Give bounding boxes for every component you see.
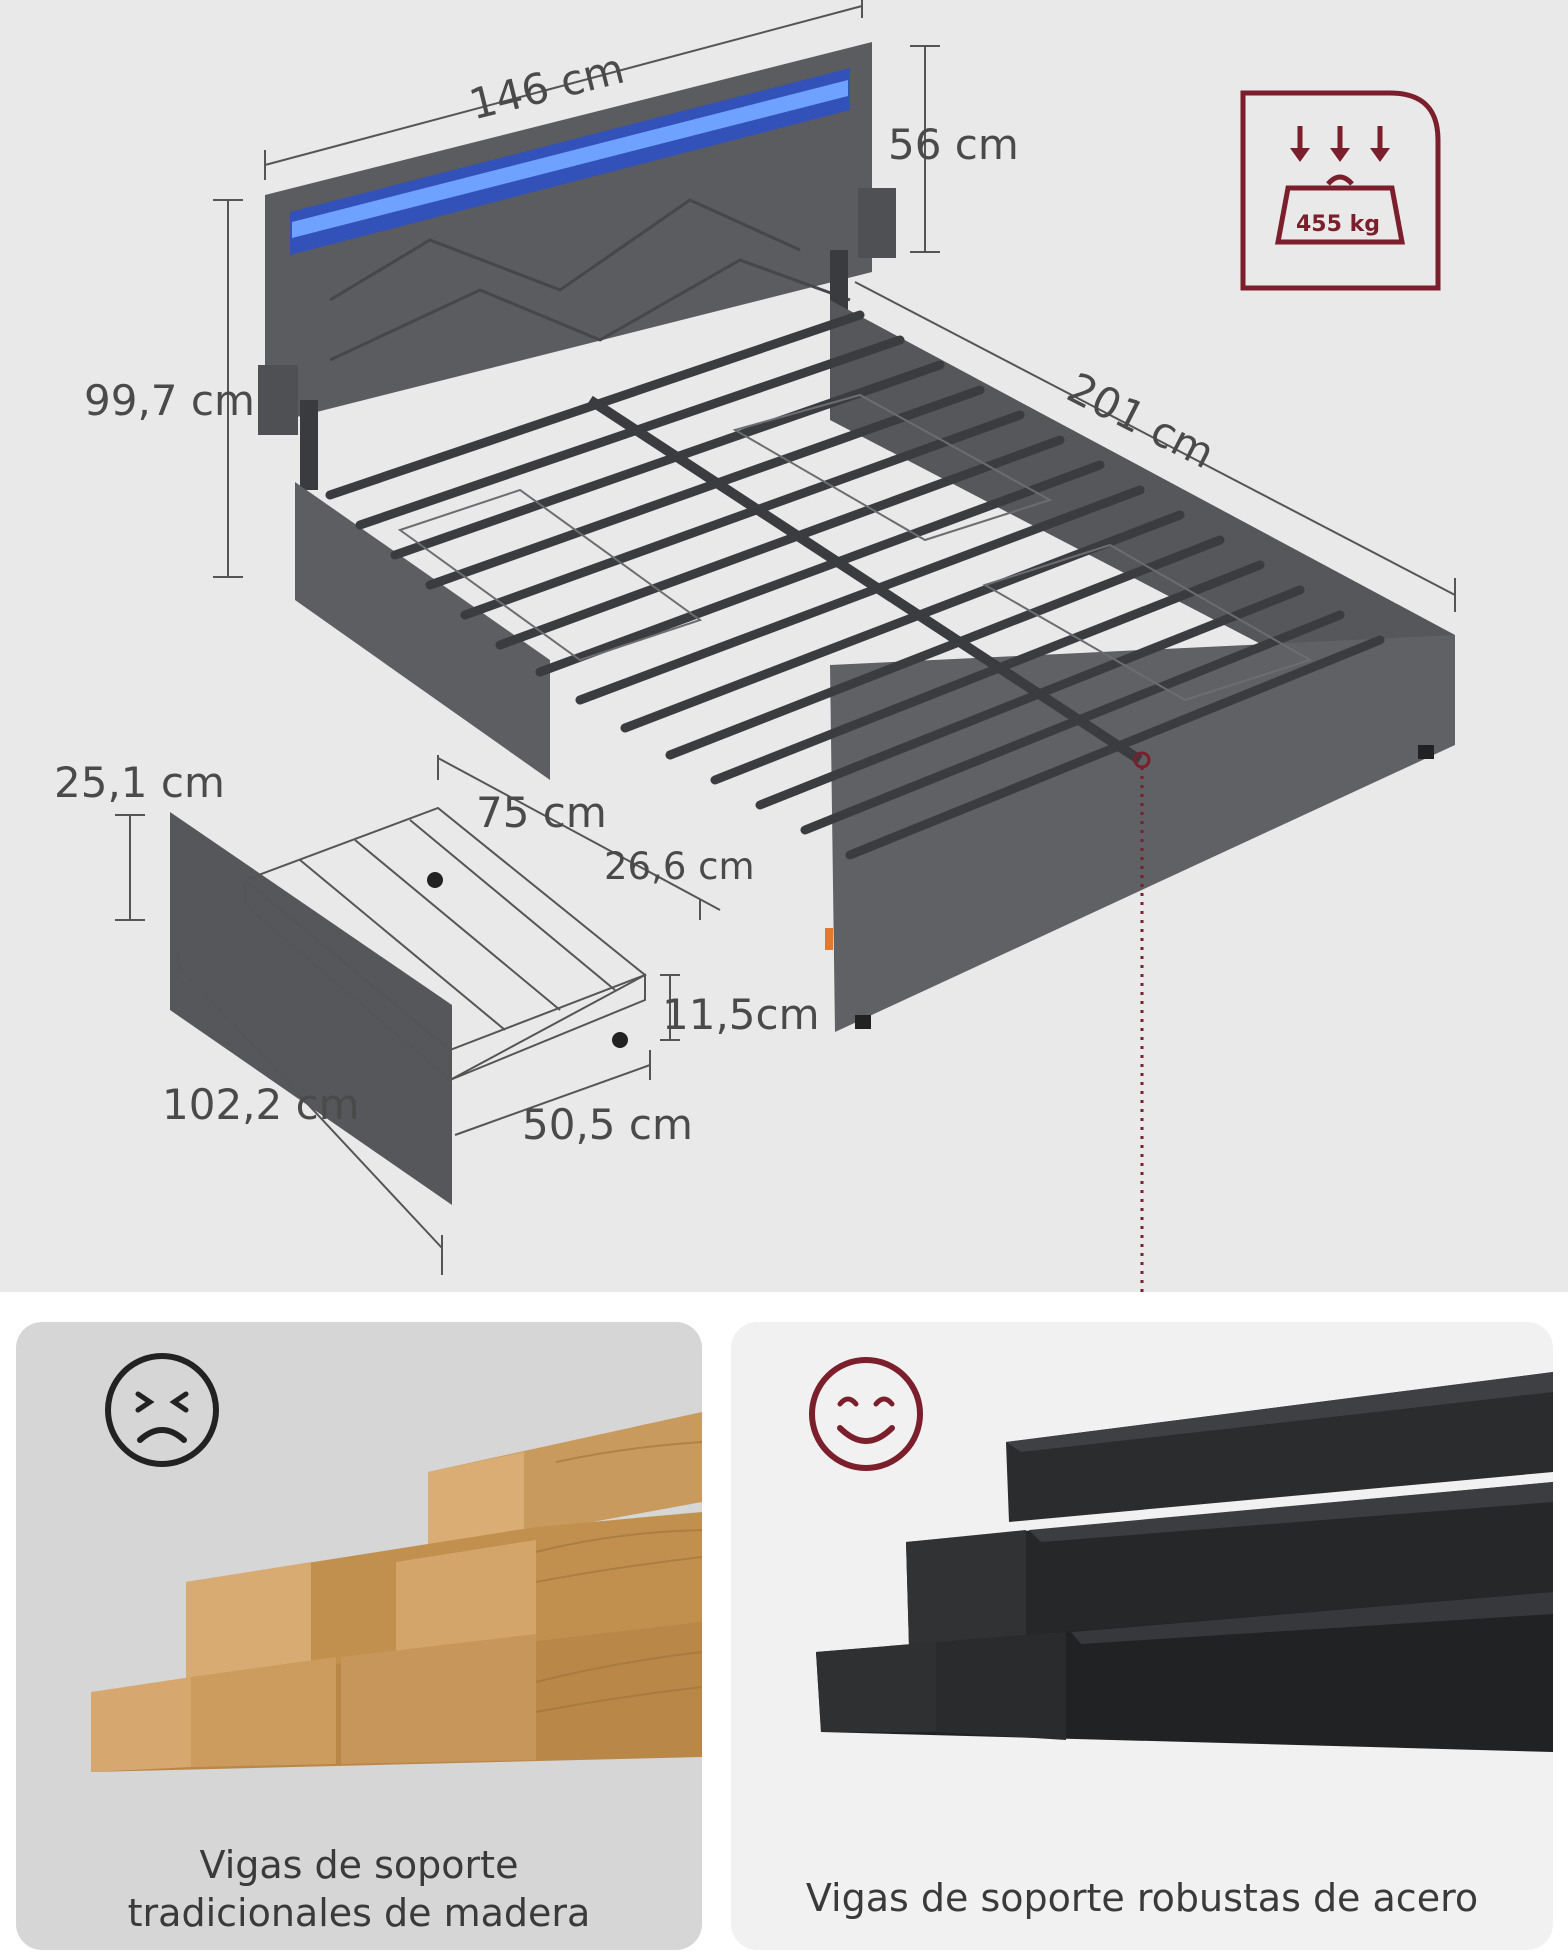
steel-beams-panel: Vigas de soporte robustas de acero <box>731 1322 1553 1950</box>
dimension-drawer-length: 102,2 cm <box>162 1080 360 1129</box>
sad-face-icon <box>105 1353 219 1467</box>
load-capacity-label: 455 kg <box>1296 212 1380 237</box>
happy-face-icon <box>809 1357 923 1471</box>
steel-beams-caption: Vigas de soporte robustas de acero <box>805 1876 1479 1920</box>
product-diagram-area: 146 cm 56 cm 99,7 cm 201 cm 25,1 cm 75 c… <box>0 0 1568 1310</box>
dimension-drawer-width: 50,5 cm <box>522 1100 693 1149</box>
wood-caption-line2: tradicionales de madera <box>127 1890 591 1935</box>
bed-frame-illustration <box>115 0 1456 1310</box>
wood-beams-panel: Vigas de soporte tradicionales de madera <box>16 1322 702 1950</box>
dimension-basket-height: 11,5cm <box>662 990 820 1039</box>
wood-beams-illustration <box>91 1412 702 1772</box>
steel-beams-illustration <box>816 1372 1553 1752</box>
dimension-total-height: 99,7 cm <box>84 376 255 425</box>
wood-beams-caption: Vigas de soporte tradicionales de madera <box>16 1842 702 1937</box>
dimension-drawer-inner-depth: 75 cm <box>476 788 607 837</box>
dimension-clearance: 26,6 cm <box>604 845 755 888</box>
dimension-drawer-height: 25,1 cm <box>54 758 225 807</box>
weight-load-icon <box>1240 90 1441 291</box>
wood-caption-line1: Vigas de soporte <box>199 1843 519 1887</box>
dimension-headboard-height: 56 cm <box>888 120 1019 169</box>
